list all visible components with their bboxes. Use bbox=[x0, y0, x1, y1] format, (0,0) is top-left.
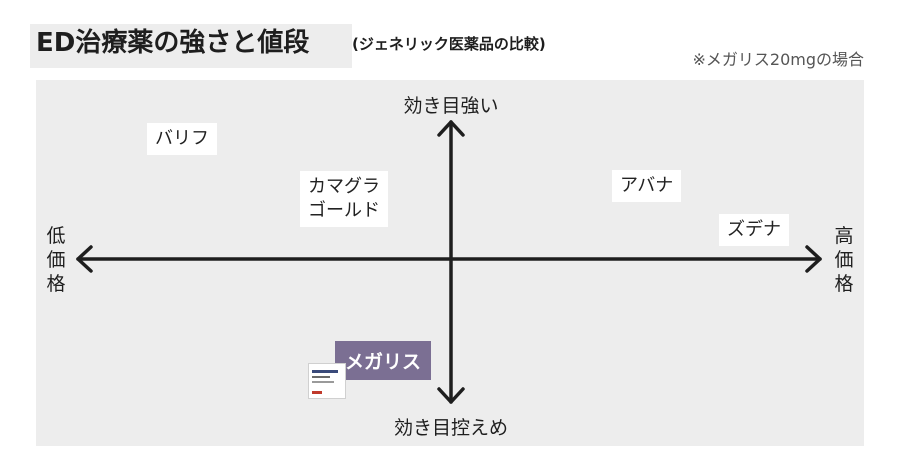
axis-label-bottom: 効き目控えめ bbox=[393, 417, 508, 439]
package-text-line bbox=[312, 376, 330, 378]
package-stripe bbox=[312, 391, 322, 394]
up-arrowhead bbox=[437, 120, 465, 137]
left-arrowhead bbox=[76, 245, 93, 273]
dosage-note: ※メガリス20mgの場合 bbox=[692, 50, 864, 69]
axis-label-top: 効き目強い bbox=[403, 95, 499, 117]
page-title: ED治療薬の強さと値段 bbox=[36, 28, 310, 58]
product-megalis-highlight: メガリス bbox=[335, 341, 432, 380]
package-brand-line bbox=[312, 370, 338, 373]
product-zudena: ズデナ bbox=[719, 214, 789, 246]
page-subtitle: (ジェネリック医薬品の比較) bbox=[352, 35, 546, 53]
right-arrowhead bbox=[805, 245, 822, 273]
axis-label-left: 低価格 bbox=[46, 225, 66, 295]
axis-label-right: 高価格 bbox=[834, 225, 854, 295]
package-text-line bbox=[312, 381, 334, 383]
product-avana: アバナ bbox=[612, 170, 682, 202]
down-arrowhead bbox=[437, 387, 465, 404]
title-background bbox=[30, 24, 352, 68]
medicine-package-icon bbox=[308, 363, 346, 399]
product-barif: バリフ bbox=[147, 123, 217, 155]
product-kamagra-gold: カマグラ ゴールド bbox=[300, 171, 388, 227]
